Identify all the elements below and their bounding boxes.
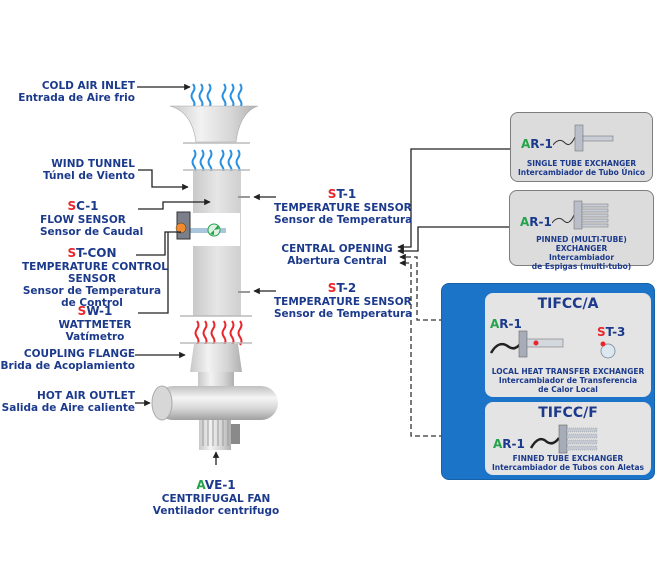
tifcc-f-box[interactable]: TIFCC/F AR-1 FINNED TUBE EXCHANGER Inter…: [485, 402, 651, 475]
ar1-code: AR-1: [493, 437, 525, 451]
ar1-code: AR-1: [521, 137, 553, 151]
local-heat-transfer-exchanger-icon: [489, 330, 564, 358]
st3-code: ST-3: [597, 325, 626, 339]
st2-temperature-sensor-label: ST-2 TEMPERATURE SENSOR Sensor de Temper…: [274, 281, 413, 320]
tifcc-a-box[interactable]: TIFCC/A AR-1 ST-3 LOCAL HEAT TRANSFER EX…: [485, 293, 651, 397]
fan-volute: [156, 386, 278, 420]
sc1-flow-sensor-label: SC-1 FLOW SENSOR Sensor de Caudal: [40, 199, 144, 238]
fan-motor: [199, 420, 231, 450]
wind-tunnel-label: WIND TUNNEL Túnel de Viento: [43, 158, 135, 183]
sw1-wattmeter-label: SW-1 WATTMETER Vatímetro: [58, 304, 132, 343]
st1-temperature-sensor-label: ST-1 TEMPERATURE SENSOR Sensor de Temper…: [274, 187, 413, 226]
hot-air-outlet-label: HOT AIR OUTLET Salida de Aire caliente: [1, 390, 135, 415]
accessories-panel: TIFCC/A AR-1 ST-3 LOCAL HEAT TRANSFER EX…: [441, 283, 655, 480]
inlet-bellmouth: [169, 105, 259, 143]
finned-tube-exchanger-icon: [529, 424, 598, 454]
cold-air-waves-icon: [190, 83, 243, 109]
stcon-temperature-control-label: ST-CON TEMPERATURE CONTROL SENSOR Sensor…: [22, 246, 168, 309]
tifcc-f-title: TIFCC/F: [538, 405, 598, 421]
coupling-flange: [190, 344, 242, 372]
ar1-code: AR-1: [490, 317, 522, 331]
cold-air-inlet-label: COLD AIR INLET Entrada de Aire frio: [18, 80, 135, 105]
coupling-flange-label: COUPLING FLANGE Brida de Acoplamiento: [0, 348, 135, 373]
tifcc-a-title: TIFCC/A: [537, 296, 599, 312]
st3-sensor-icon: [600, 341, 616, 359]
ave1-centrifugal-fan-label: AVE-1 CENTRIFUGAL FAN Ventilador centrif…: [152, 478, 280, 517]
pinned-exchanger-icon: [552, 200, 609, 230]
hot-air-waves-icon: [194, 320, 243, 346]
central-opening-label: CENTRAL OPENING Abertura Central: [281, 243, 393, 268]
pinned-multi-tube-exchanger-box[interactable]: AR-1 PINNED (MULTI-TUBE) EXCHANGER Inter…: [509, 190, 654, 271]
single-tube-exchanger-box[interactable]: AR-1 SINGLE TUBE EXCHANGER Intercambiado…: [510, 112, 653, 182]
ar1-code: AR-1: [520, 215, 552, 229]
single-tube-exchanger-icon: [553, 124, 614, 152]
